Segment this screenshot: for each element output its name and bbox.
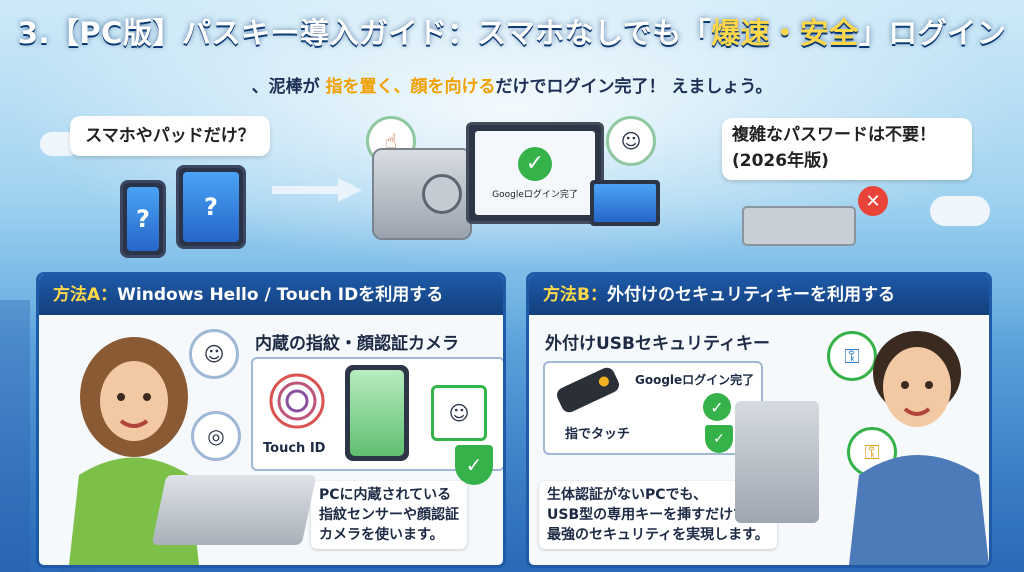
- laptop-illustration-a: [151, 475, 317, 545]
- woman-user-illustration: [69, 337, 199, 565]
- shield-check-icon-b: ✓: [705, 425, 733, 453]
- touch-id-label: Touch ID: [263, 441, 326, 456]
- method-a-heading: 方法A：Windows Hello / Touch IDを利用する: [39, 275, 503, 315]
- page-title: 3.【PC版】パスキー導入ガイド：スマホなしでも「爆速・安全」ログイン: [0, 10, 1024, 52]
- bubble-right-line1: 複雑なパスワードは不要！: [732, 125, 936, 145]
- subtitle-highlight: 指を置く、顔を向ける: [325, 77, 496, 97]
- fingerprint-icon: ◎: [191, 411, 241, 461]
- key-icon: ⚿: [827, 331, 877, 381]
- method-a-description: PCに内蔵されている 指紋センサーや顔認証 カメラを使います。: [311, 481, 467, 549]
- arrow-right-icon: [272, 178, 362, 202]
- page-subtitle: 、泥棒が 指を置く、顔を向けるだけでログイン完了！ えましょう。: [0, 72, 1024, 97]
- phone-fingerprint-illustration: [345, 365, 409, 461]
- method-b-desc-line3: 最強のセキュリティを実現します。: [547, 527, 769, 543]
- tablet-question-mark: ?: [183, 172, 239, 242]
- face-bubble-icon: ☺: [606, 116, 656, 166]
- check-icon-b: ✓: [703, 393, 731, 421]
- man-user-illustration: [849, 331, 989, 565]
- monitor-illustration: ✓ Googleログイン完了: [466, 122, 604, 224]
- method-b-heading: 方法B：外付けのセキュリティキーを利用する: [529, 275, 989, 315]
- method-a-prefix: 方法A：: [53, 285, 118, 305]
- method-a-desc-line1: PCに内蔵されている: [319, 487, 452, 503]
- method-a-title: Windows Hello / Touch IDを利用する: [117, 285, 444, 305]
- cloud-right: [930, 196, 990, 226]
- subtitle-pre: 、泥棒が: [251, 77, 326, 97]
- method-a-desc-line2: 指紋センサーや顔認証: [319, 507, 459, 523]
- usb-key-card: Googleログイン完了 ✓ 指でタッチ ✓: [543, 361, 763, 455]
- method-a-subheading: 内蔵の指紋・顔認証カメラ: [255, 334, 459, 354]
- title-text-post: 」ログイン: [858, 16, 1007, 50]
- method-b-prefix: 方法B：: [543, 285, 607, 305]
- speech-bubble-right: 複雑なパスワードは不要！ (2026年版): [722, 118, 972, 180]
- subtitle-post: だけでログイン完了！ えましょう。: [495, 77, 773, 97]
- check-icon: ✓: [518, 146, 552, 181]
- speech-bubble-left: スマホやパッドだけ？: [70, 116, 270, 156]
- method-b-subheading: 外付けUSBセキュリティキー: [545, 334, 770, 354]
- tablet-illustration: ?: [176, 165, 246, 249]
- phone-question-mark: ?: [127, 187, 159, 251]
- method-a-panel: 方法A：Windows Hello / Touch IDを利用する 内蔵の指紋・…: [36, 272, 506, 568]
- title-text-pre: 3.【PC版】パスキー導入ガイド：スマホなしでも「: [17, 16, 712, 50]
- login-done-label: Googleログイン完了: [635, 373, 755, 387]
- monitor-login-label: Googleログイン完了: [492, 189, 578, 200]
- title-highlight: 爆速・安全: [711, 16, 859, 50]
- method-b-title: 外付けのセキュリティキーを利用する: [606, 285, 895, 305]
- method-a-desc-line3: カメラを使います。: [319, 527, 444, 543]
- monitor-illustration-b: [735, 401, 819, 523]
- method-b-desc-line1: 生体認証がないPCでも、: [547, 487, 708, 503]
- touch-finger-label: 指でタッチ: [565, 427, 631, 442]
- fingerprint-large-icon: [269, 373, 325, 429]
- keyboard-illustration: [742, 206, 856, 246]
- error-x-icon: ✕: [858, 186, 888, 216]
- bubble-right-line2: (2026年版): [732, 151, 829, 171]
- usb-key-icon: [554, 365, 622, 415]
- safe-illustration: [372, 148, 472, 240]
- safe-dial-icon: [422, 174, 462, 214]
- face-id-icon: ☺: [189, 329, 239, 379]
- shield-check-icon: ✓: [455, 445, 493, 485]
- face-scan-icon: ☺: [431, 385, 487, 441]
- method-b-desc-line2: USB型の専用キーを挿すだけで: [547, 507, 748, 523]
- laptop-illustration: [590, 180, 660, 226]
- method-b-panel: 方法B：外付けのセキュリティキーを利用する 外付けUSBセキュリティキー Goo…: [526, 272, 992, 568]
- smartphone-illustration: ?: [120, 180, 166, 258]
